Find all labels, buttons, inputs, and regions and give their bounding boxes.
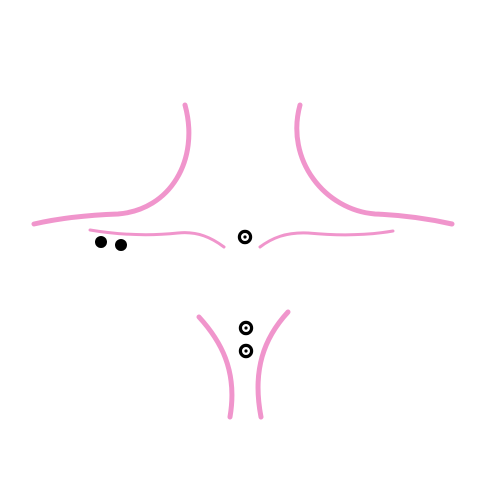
solid-point-2 (115, 239, 127, 251)
lower-ring-point-2-core (244, 349, 248, 353)
curve-upper-left (31, 102, 192, 227)
curve-upper-right (294, 102, 455, 227)
curve-lower-left (196, 314, 235, 420)
lower-ring-point-1-core (244, 326, 248, 330)
center-ring-point-core (243, 235, 247, 239)
curve-lower-right (255, 309, 291, 420)
curve-middle-left (88, 228, 226, 249)
curve-middle-right (258, 229, 395, 249)
solid-point-1 (95, 236, 107, 248)
